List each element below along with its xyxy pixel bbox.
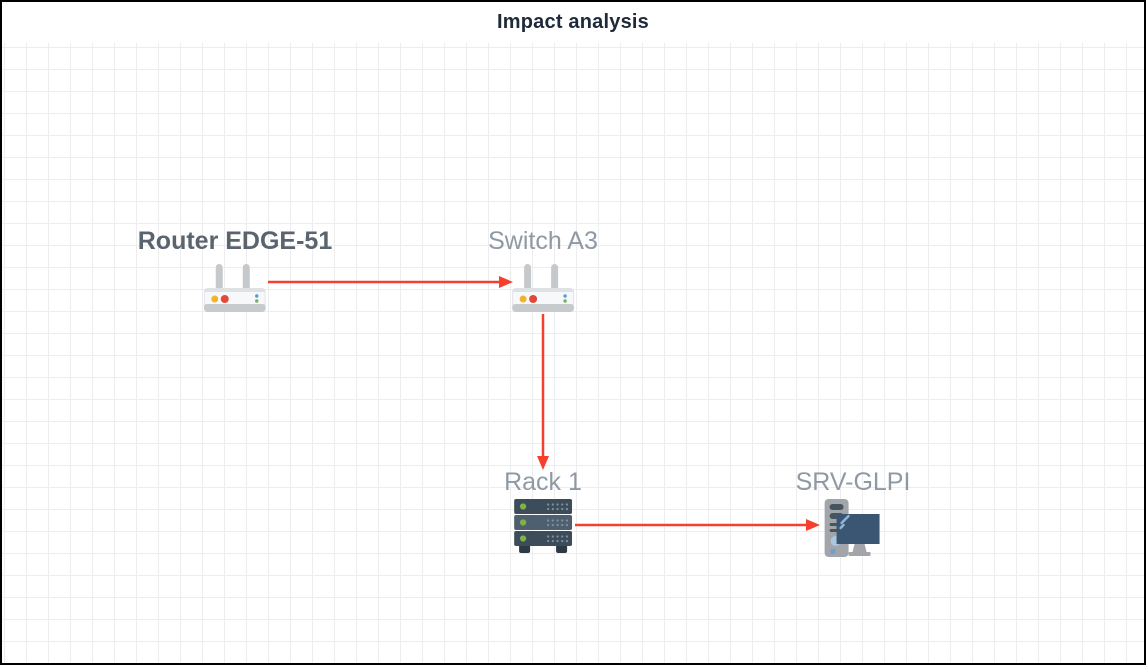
impact-graph-canvas[interactable]: Router EDGE-51 Switch A3 <box>2 43 1144 663</box>
wifi-router-icon[interactable] <box>512 263 574 313</box>
node-label: SRV-GLPI <box>795 468 911 496</box>
server-rack-icon[interactable] <box>514 499 572 554</box>
diagram-header: Impact analysis <box>2 2 1144 43</box>
node-router-edge-51[interactable]: Router EDGE-51 <box>138 227 332 313</box>
edge-rack-to-srv[interactable] <box>575 519 820 531</box>
node-label: Rack 1 <box>504 468 582 496</box>
node-label: Switch A3 <box>488 227 598 255</box>
node-switch-a3[interactable]: Switch A3 <box>488 227 598 313</box>
edge-router-to-switch[interactable] <box>268 276 513 288</box>
node-srv-glpi[interactable]: SRV-GLPI <box>795 468 911 561</box>
node-label: Router EDGE-51 <box>137 227 333 255</box>
desktop-computer-icon[interactable] <box>825 499 881 561</box>
wifi-router-icon[interactable] <box>203 263 266 313</box>
diagram-title: Impact analysis <box>497 11 649 33</box>
edge-switch-to-rack[interactable] <box>537 314 549 470</box>
edges-layer <box>268 276 820 531</box>
node-rack-1[interactable]: Rack 1 <box>504 468 582 554</box>
